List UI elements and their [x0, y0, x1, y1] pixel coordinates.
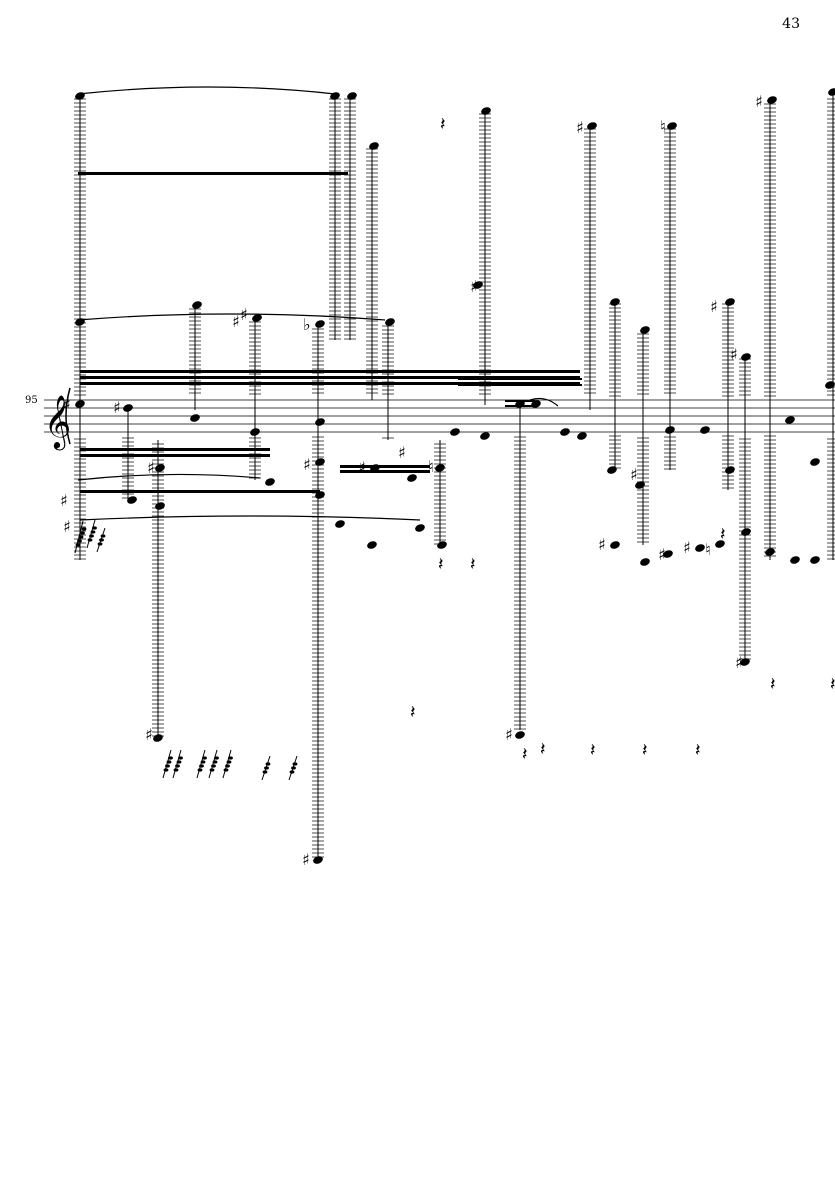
svg-text:♯: ♯: [113, 398, 121, 417]
svg-text:♯: ♯: [240, 305, 248, 324]
svg-text:𝄽: 𝄽: [522, 744, 528, 765]
noteheads: [75, 88, 835, 864]
svg-text:♯: ♯: [683, 538, 691, 557]
svg-text:𝄽: 𝄽: [438, 554, 444, 575]
svg-text:♯: ♯: [302, 850, 310, 869]
svg-text:𝄽: 𝄽: [410, 702, 416, 723]
svg-text:♯: ♯: [735, 653, 743, 672]
svg-text:𝄽: 𝄽: [642, 740, 648, 761]
staff-lines: [44, 399, 835, 433]
svg-text:♯: ♯: [658, 545, 666, 564]
svg-text:𝄽: 𝄽: [720, 524, 726, 545]
grace-note-clusters: [74, 519, 298, 781]
svg-text:♯: ♯: [145, 725, 153, 744]
svg-text:𝄽: 𝄽: [470, 554, 476, 575]
measure-number: 95: [25, 395, 38, 406]
svg-text:𝄽: 𝄽: [440, 114, 446, 135]
svg-text:♯: ♯: [232, 312, 240, 331]
system-bracket: [65, 387, 71, 445]
svg-text:♯: ♯: [598, 535, 606, 554]
svg-text:♯: ♯: [730, 345, 738, 364]
svg-text:♯: ♯: [576, 118, 584, 137]
svg-text:♯: ♯: [710, 297, 718, 316]
svg-text:♯: ♯: [630, 465, 638, 484]
svg-text:♯: ♯: [755, 92, 763, 111]
svg-text:𝄽: 𝄽: [695, 740, 701, 761]
svg-text:♯: ♯: [505, 725, 513, 744]
svg-text:𝄽: 𝄽: [770, 674, 776, 695]
svg-text:♮: ♮: [705, 540, 711, 559]
svg-text:♭: ♭: [303, 315, 311, 334]
svg-text:♯: ♯: [147, 458, 155, 477]
svg-text:♯: ♯: [60, 491, 68, 510]
ledger-stems: [74, 95, 835, 860]
svg-text:𝄽: 𝄽: [540, 739, 546, 760]
beams: [78, 172, 582, 493]
page-number: 43: [782, 16, 800, 32]
svg-text:♯: ♯: [63, 395, 71, 414]
svg-text:♯: ♯: [470, 277, 478, 296]
svg-text:𝄽: 𝄽: [830, 674, 835, 695]
svg-text:♯: ♯: [63, 517, 71, 536]
svg-text:♯: ♯: [358, 458, 366, 477]
svg-text:𝄽: 𝄽: [590, 740, 596, 761]
svg-text:♮: ♮: [660, 117, 666, 136]
svg-text:♯: ♯: [303, 455, 311, 474]
svg-text:♯: ♯: [398, 443, 406, 462]
rests: 𝄽 𝄽 𝄽 𝄽 𝄽 𝄽 𝄽 𝄽 𝄽 𝄽 𝄽 𝄽: [410, 114, 835, 765]
accidentals: ♯♯♯♯♭♯♯♮♯♯♯♯♯♯♯♯♯♮♯♯♯♯♯♮♯♯♯: [60, 92, 763, 869]
slurs: [77, 86, 559, 521]
svg-text:♮: ♮: [428, 457, 434, 476]
